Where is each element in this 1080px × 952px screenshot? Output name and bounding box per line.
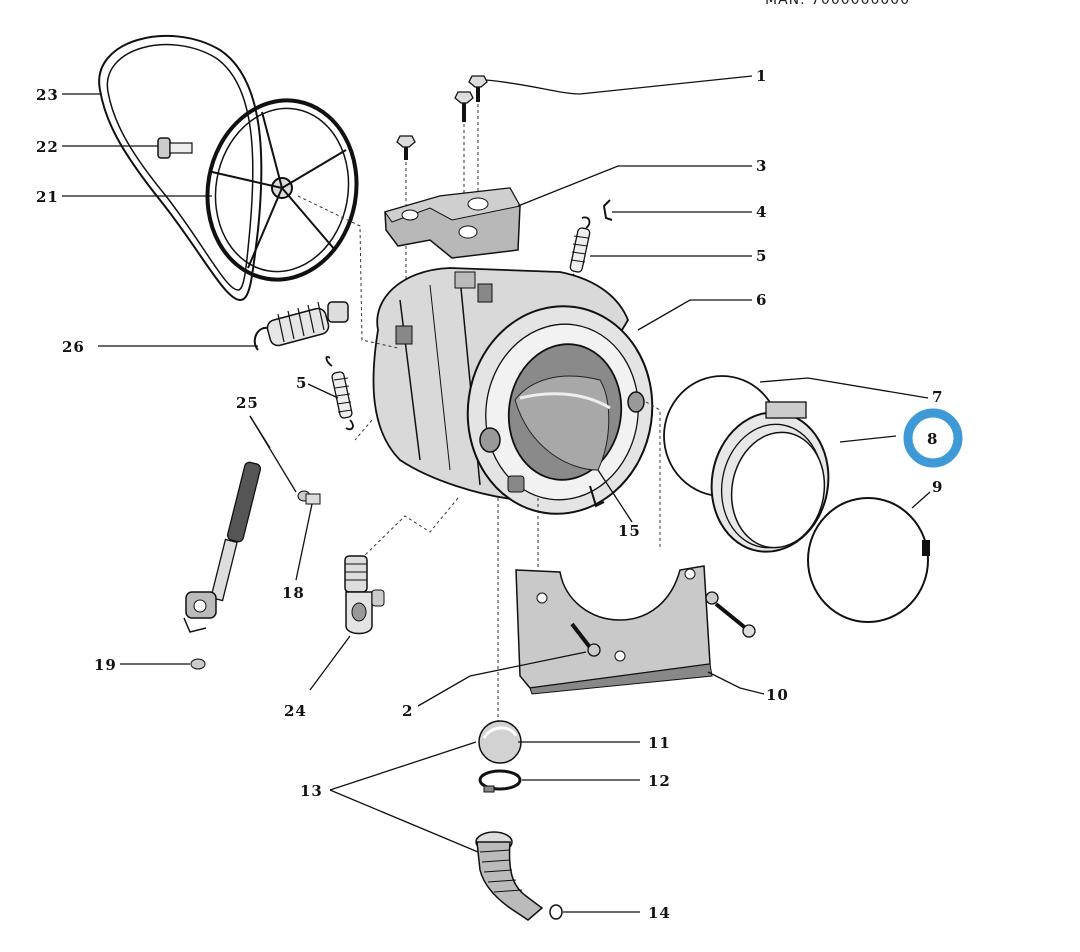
callout-7: 7 xyxy=(932,388,943,406)
drain-hose xyxy=(475,831,563,921)
callout-2: 2 xyxy=(402,702,413,720)
callout-15: 15 xyxy=(618,522,641,540)
callout-6: 6 xyxy=(756,291,767,309)
callout-14: 14 xyxy=(648,904,671,922)
counterweight-bolts xyxy=(570,591,756,657)
callout-22: 22 xyxy=(36,138,59,156)
shock-absorber xyxy=(183,461,262,670)
header-model-text: MAN. 7000000000 xyxy=(765,0,910,8)
callout-23: 23 xyxy=(36,86,59,104)
highlight-ring xyxy=(903,408,963,468)
damper-pin xyxy=(297,490,321,505)
counterweight-bracket xyxy=(384,187,521,259)
callout-9: 9 xyxy=(932,478,943,496)
leader-lines xyxy=(62,75,931,913)
callout-5-upper: 5 xyxy=(756,247,767,265)
lower-counterweight xyxy=(515,565,713,695)
damper-bracket xyxy=(344,555,385,635)
tub-spring-26 xyxy=(253,301,349,351)
suspension-spring-lower xyxy=(325,356,354,431)
callout-4: 4 xyxy=(756,203,767,221)
callout-1: 1 xyxy=(756,67,767,85)
assembly-guide-lines xyxy=(297,195,661,742)
screw-set xyxy=(396,75,488,290)
callout-18: 18 xyxy=(282,584,305,602)
callout-labels: 1 3 4 5 6 7 8 9 10 11 12 13 14 15 2 18 1… xyxy=(36,67,943,922)
callout-5-lower: 5 xyxy=(296,374,307,392)
tub-assembly xyxy=(372,267,654,515)
pulley-wheel xyxy=(205,98,359,282)
callout-12: 12 xyxy=(648,772,671,790)
clamp-ring xyxy=(807,497,930,623)
callout-25: 25 xyxy=(236,394,259,412)
drain-clamp-ring xyxy=(478,769,522,793)
callout-21: 21 xyxy=(36,188,59,206)
small-clip xyxy=(602,199,613,221)
callout-11: 11 xyxy=(648,734,671,752)
drain-ball xyxy=(478,720,522,764)
pulley-bolt xyxy=(157,137,193,159)
drive-belt xyxy=(98,35,263,302)
callout-24: 24 xyxy=(284,702,307,720)
callout-13: 13 xyxy=(300,782,323,800)
callout-8: 8 xyxy=(927,430,938,448)
door-bellows xyxy=(710,401,830,553)
callout-10: 10 xyxy=(766,686,789,704)
callout-26: 26 xyxy=(62,338,85,356)
callout-19: 19 xyxy=(94,656,117,674)
callout-3: 3 xyxy=(756,157,767,175)
